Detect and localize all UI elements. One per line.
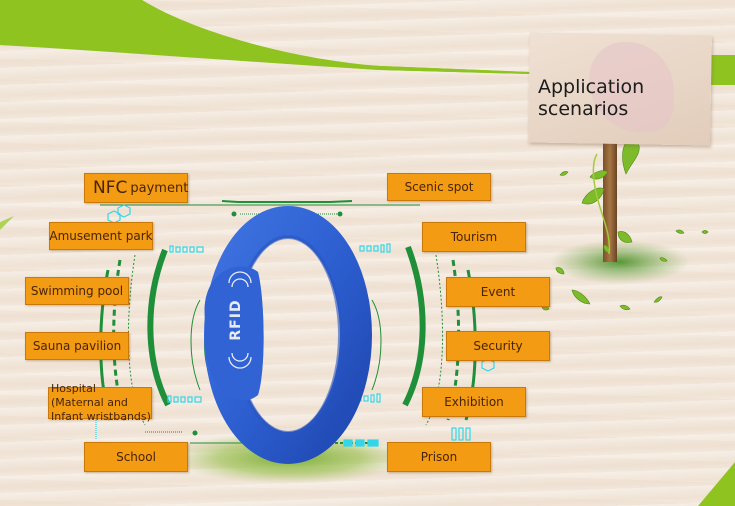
scenario-nfc-payment: NFC payment xyxy=(84,173,188,203)
scenario-event: Event xyxy=(446,277,550,307)
scenario-label: Swimming pool xyxy=(30,284,124,298)
scenario-label: Amusement park xyxy=(49,229,153,243)
scenario-swimming-pool: Swimming pool xyxy=(25,277,129,305)
scenario-sauna-pavilion: Sauna pavilion xyxy=(25,332,129,360)
scenario-nfc-prefix: NFC xyxy=(93,178,128,198)
hud-cyan-decorations xyxy=(94,204,495,447)
scenario-label: Security xyxy=(473,339,523,353)
scenario-security: Security xyxy=(446,331,550,361)
rfid-wristband xyxy=(204,206,372,464)
scenario-label: Prison xyxy=(420,450,458,464)
plant-leaves xyxy=(541,138,709,311)
scenario-label: Sauna pavilion xyxy=(32,339,122,353)
scenario-label: Exhibition xyxy=(444,395,504,409)
scenario-school: School xyxy=(84,442,188,472)
page-title: Application scenarios xyxy=(538,76,645,120)
scenario-amusement-park: Amusement park xyxy=(49,222,153,250)
scenario-label: School xyxy=(116,450,156,464)
scenario-scenic-spot: Scenic spot xyxy=(387,173,491,201)
scenario-hospital: Hospital (Maternal and Infant wristbands… xyxy=(48,382,152,423)
rfid-imprint xyxy=(228,271,252,369)
scenario-label: Tourism xyxy=(450,230,498,244)
scenario-exhibition: Exhibition xyxy=(422,387,526,417)
scenario-prison: Prison xyxy=(387,442,491,472)
rfid-text: RFID xyxy=(228,299,244,340)
scenario-label: payment xyxy=(130,180,189,196)
sign-stick xyxy=(603,140,617,262)
green-corner-bottom-right xyxy=(698,462,735,506)
scenario-label: Event xyxy=(480,285,516,299)
scenario-label: Scenic spot xyxy=(404,180,474,194)
scenario-label: Hospital (Maternal and Infant wristbands… xyxy=(51,382,151,423)
scenario-tourism: Tourism xyxy=(422,222,526,252)
